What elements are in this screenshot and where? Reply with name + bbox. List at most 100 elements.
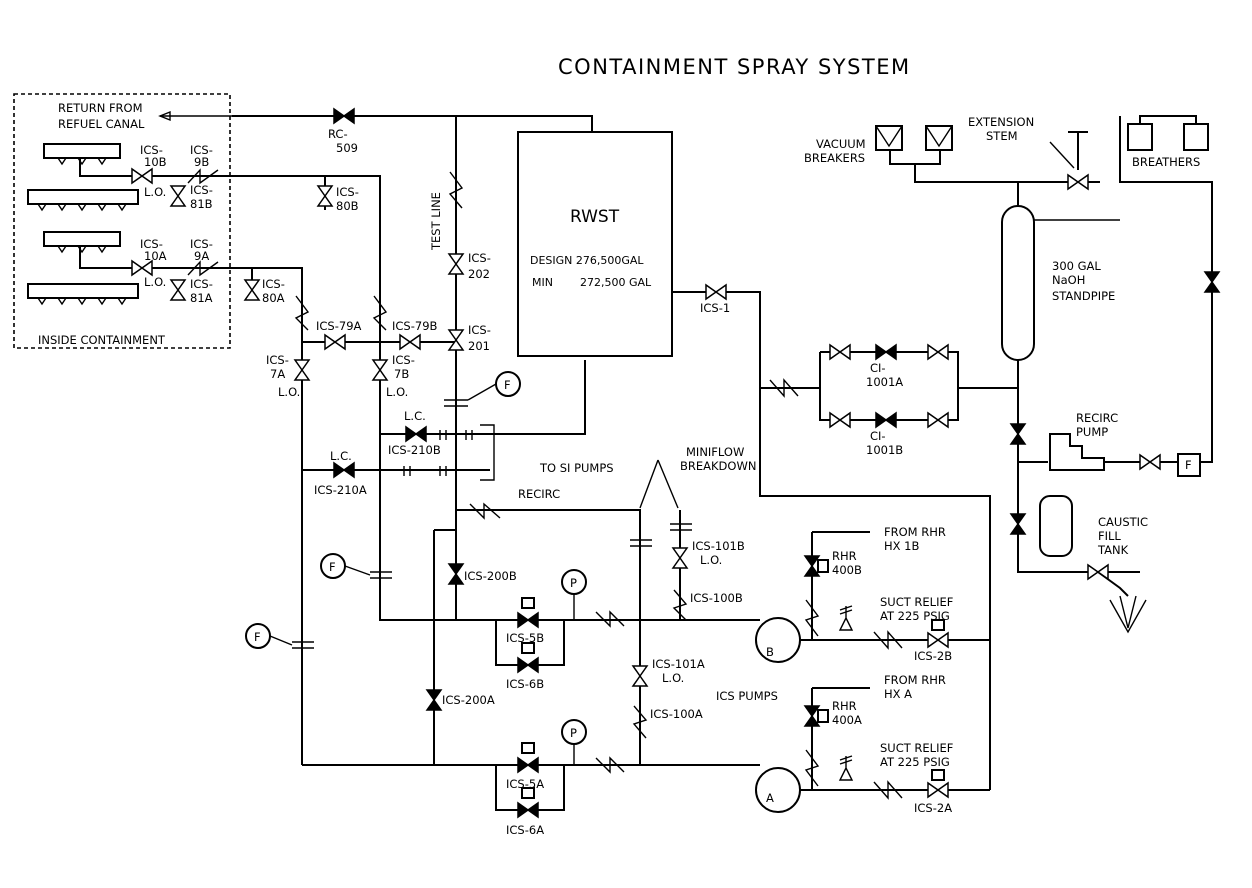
label-ics200b: ICS-200B [464,569,517,583]
label-ics9a-2: 9A [194,249,209,263]
label-ics2b: ICS-2B [914,649,952,663]
label-ics101a: ICS-101A [652,657,705,671]
label-rhr-a2: 400A [832,713,862,727]
label-ics81a-2: 81A [190,291,213,305]
valves [131,107,1221,819]
label-suct-relief-a: SUCT RELIEF [880,741,953,755]
label-ics101b-lo: L.O. [700,553,722,567]
labels: RETURN FROM REFUEL CANAL INSIDE CONTAINM… [38,101,1200,837]
label-rwst: RWST [570,207,620,227]
label-ics201-2: 201 [468,339,490,353]
breathers-vacuum-breakers [875,123,1209,151]
label-ics201-1: ICS- [468,323,491,337]
label-ics101b: ICS-101B [692,539,745,553]
label-breathers: BREATHERS [1132,155,1200,169]
label-ics9b-2: 9B [194,155,209,169]
label-vacuum: VACUUM [816,137,866,151]
label-from-rhr-b: FROM RHR [884,525,946,539]
label-ics80b-1: ICS- [336,185,359,199]
label-hx-1b: HX 1B [884,539,919,553]
ics-pump-b [755,617,801,663]
label-ics210a: ICS-210A [314,483,367,497]
label-ics10a-2: 10A [144,249,167,263]
label-recirc2: RECIRC [1076,411,1118,425]
label-ics6b: ICS-6B [506,677,544,691]
label-naoh: NaOH [1052,273,1085,287]
label-ics5b: ICS-5B [506,631,544,645]
label-ci1001a-2: 1001A [866,375,903,389]
label-fill: FILL [1098,529,1121,543]
flow-indicator-label: F [254,630,261,644]
label-design: DESIGN 276,500GAL [530,254,644,267]
label-miniflow: MINIFLOW [686,445,744,459]
label-ics81b-1: ICS- [190,183,213,197]
label-ci1001b-2: 1001B [866,443,903,457]
ics-pump-a [755,767,801,813]
label-at225-b: AT 225 PSIG [880,609,950,623]
label-ics9a-1: ICS- [190,237,213,251]
label-ics80a-2: 80A [262,291,285,305]
rwst-tank [517,131,673,357]
label-ics7b-2: 7B [394,367,409,381]
label-from-rhr-a: FROM RHR [884,673,946,687]
label-ics202-1: ICS- [468,251,491,265]
label-pump: PUMP [1076,425,1108,439]
flow-indicator-label: F [504,378,511,392]
recirc-pump [1049,433,1105,471]
label-ics-pumps: ICS PUMPS [716,689,778,703]
label-ics79a: ICS-79A [316,319,362,333]
label-suct-relief-b: SUCT RELIEF [880,595,953,609]
relief-valves [639,459,854,781]
pressure-indicator-label: P [570,726,577,740]
label-pump-a: A [766,791,774,805]
label-breakers: BREAKERS [804,151,865,165]
label-inside-containment: INSIDE CONTAINMENT [38,333,166,347]
label-ics7b-1: ICS- [392,353,415,367]
instrument-letters: F F F F P P [254,378,1192,740]
flow-elements [292,399,692,649]
label-ics10b-2: 10B [144,155,167,169]
motor-operators [521,559,945,799]
label-refuel-canal: REFUEL CANAL [58,117,145,131]
label-ics6a: ICS-6A [506,823,544,837]
label-caustic: CAUSTIC [1098,515,1148,529]
label-ics10a-1: ICS- [140,237,163,251]
label-rc: RC- [328,127,348,141]
label-ics100b: ICS-100B [690,591,743,605]
label-test-line: TEST LINE [429,192,443,251]
label-recirc: RECIRC [518,487,560,501]
label-extension: EXTENSION [968,115,1034,129]
label-ics101a-lo: L.O. [662,671,684,685]
label-ics7a-1: ICS- [266,353,289,367]
label-rhr-b2: 400B [832,563,862,577]
label-lc1: L.C. [404,409,426,423]
caustic-fill-tank [1039,495,1073,557]
label-ics100a: ICS-100A [650,707,703,721]
label-ics5a: ICS-5A [506,777,544,791]
label-standpipe: STANDPIPE [1052,289,1115,303]
label-to-si-pumps: TO SI PUMPS [539,461,614,475]
check-valves [187,168,903,800]
label-ics79b: ICS-79B [392,319,438,333]
label-rhr-b1: RHR [832,549,857,563]
flow-indicator-label: F [1185,458,1192,472]
flow-indicator-label: F [329,560,336,574]
label-ics80b-2: 80B [336,199,359,213]
label-ics10b-1: ICS- [140,143,163,157]
label-ics7a-2: 7A [270,367,285,381]
label-ics2a: ICS-2A [914,801,952,815]
label-min: MIN [532,276,553,289]
pressure-indicator-label: P [570,576,577,590]
spray-headers [27,143,139,306]
label-rhr-a1: RHR [832,699,857,713]
label-ics1: ICS-1 [700,301,730,315]
diagram-title: CONTAINMENT SPRAY SYSTEM [558,55,911,79]
label-breakdown: BREAKDOWN [680,459,756,473]
naoh-standpipe [1001,205,1035,361]
label-ics9b-1: ICS- [190,143,213,157]
label-rc-num: 509 [336,141,358,155]
label-hx-a: HX A [884,687,912,701]
label-ics7b-lo: L.O. [386,385,408,399]
label-ics7a-lo: L.O. [278,385,300,399]
